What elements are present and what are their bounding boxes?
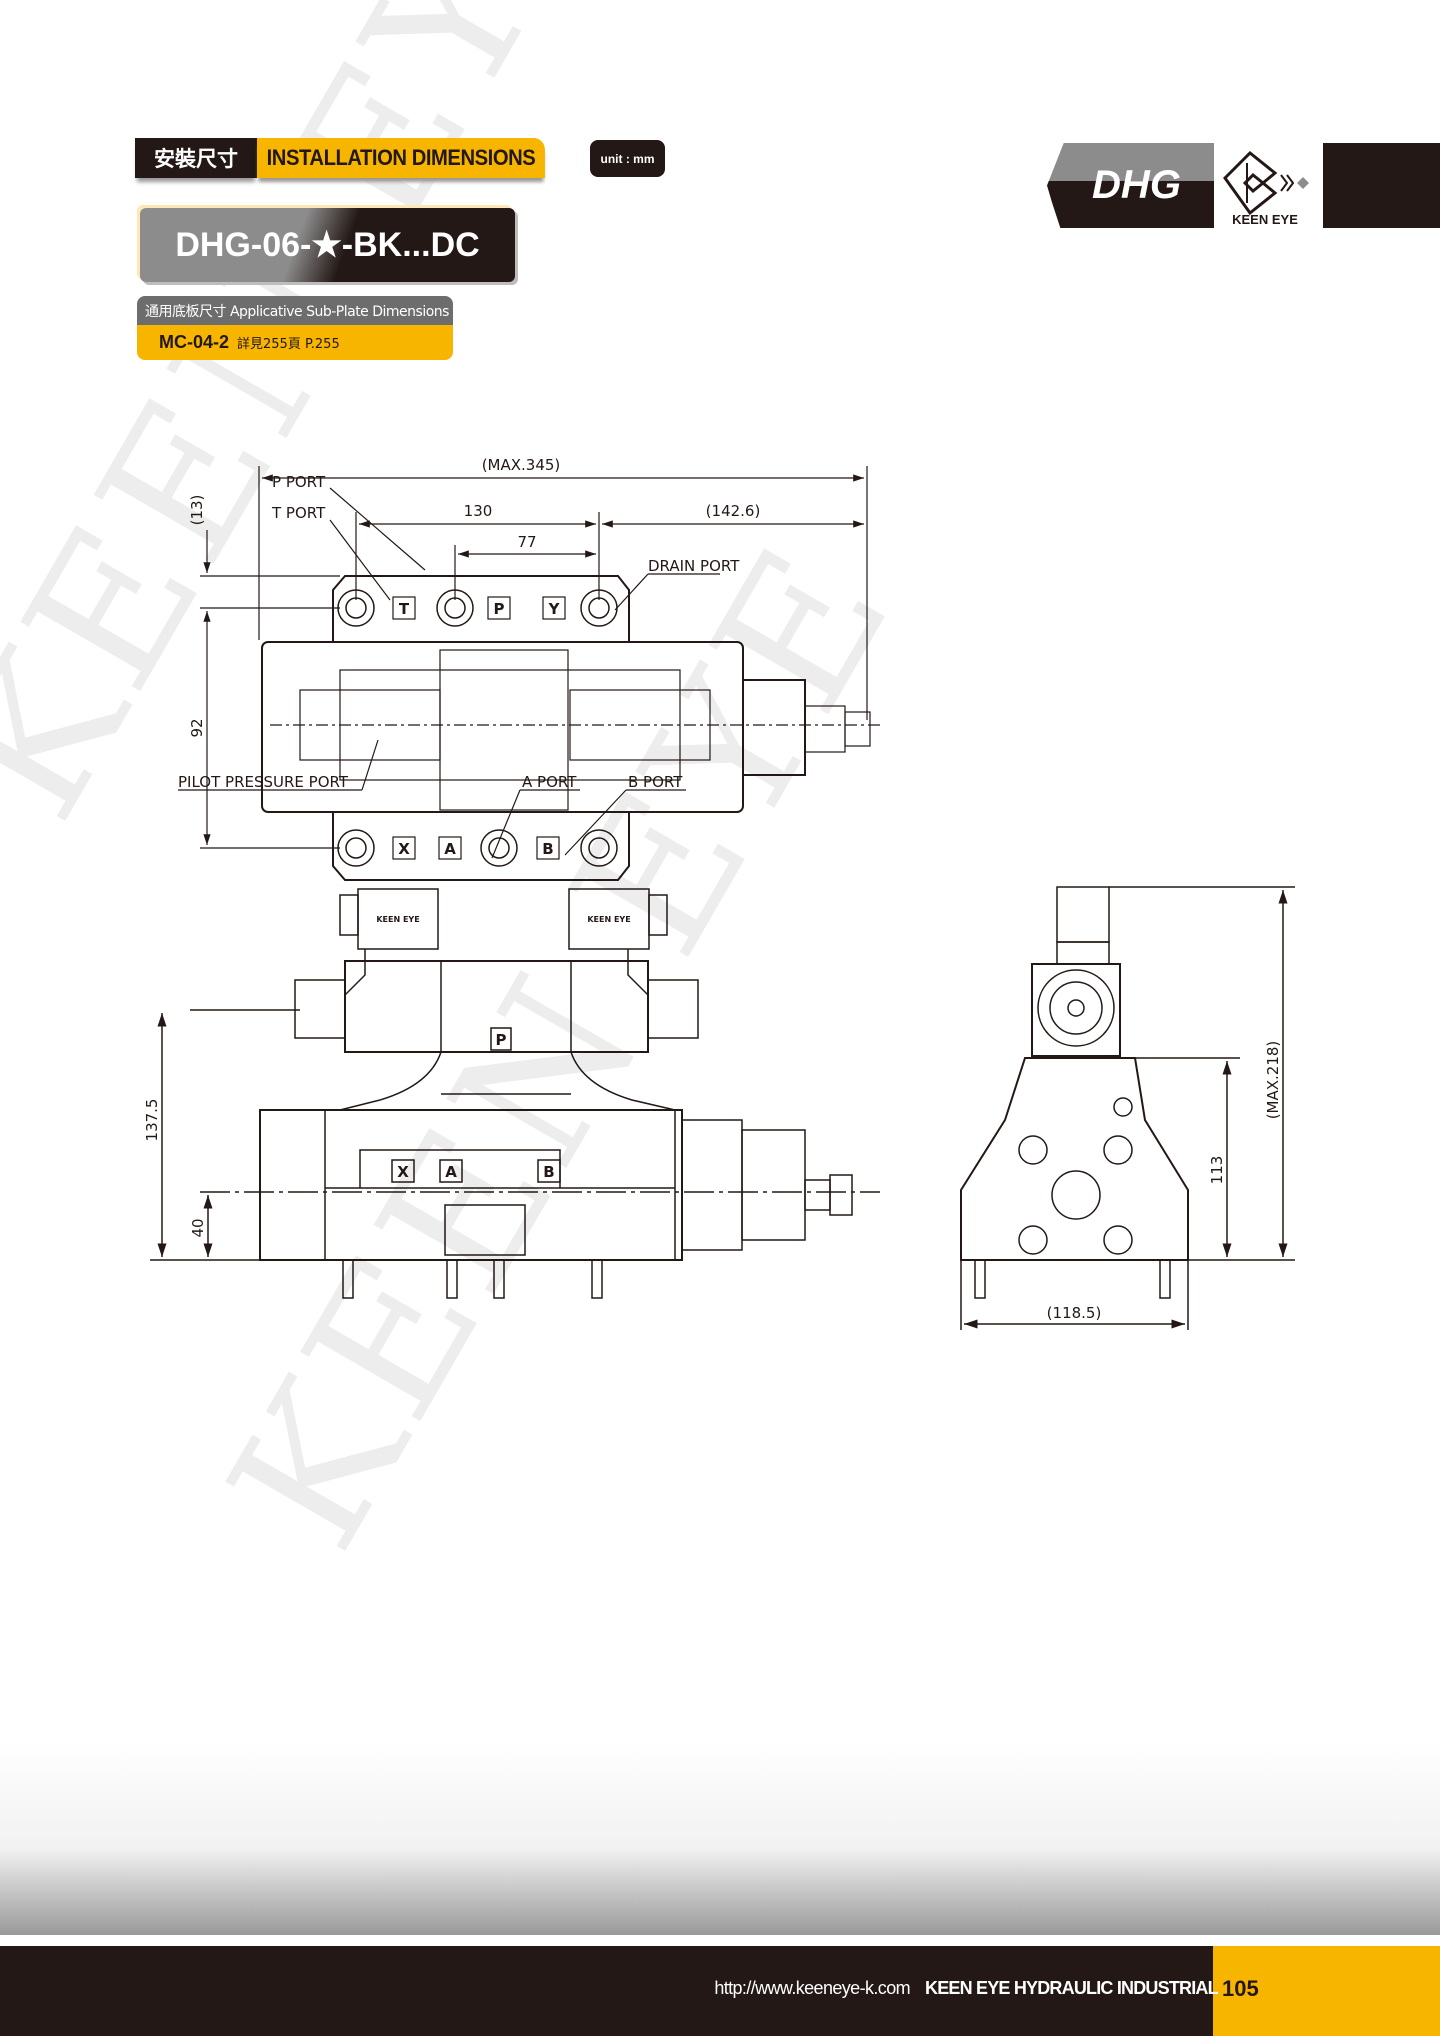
side-view-text: (MAX.218) 113 (118.5) [1047, 1041, 1282, 1322]
front-view-text: 137.5 40 KEEN EYE KEEN EYE P X A B [143, 915, 631, 1238]
symbol-b: B [542, 840, 553, 858]
dim-142-6: (142.6) [706, 502, 761, 520]
page-number: 105 [1222, 1976, 1259, 2001]
company-name: KEEN EYE HYDRAULIC INDUSTRIAL [925, 1978, 1219, 1998]
front-view [150, 888, 880, 1299]
symbol-p: P [494, 600, 505, 618]
label-t-port: T PORT [271, 504, 326, 522]
symbol-y: Y [548, 600, 561, 618]
dim-113: 113 [1208, 1156, 1226, 1185]
footer-bar [0, 1946, 1440, 2036]
logo-text: KEEN EYE [1232, 212, 1298, 227]
dim-40: 40 [189, 1218, 207, 1237]
symbol-t: T [399, 600, 410, 618]
label-drain-port: DRAIN PORT [648, 557, 740, 575]
dim-max-345: (MAX.345) [482, 456, 561, 474]
coil-label-left: KEEN EYE [376, 915, 419, 924]
front-symbol-b: B [543, 1163, 554, 1181]
keen-eye-logo-icon [1223, 150, 1309, 216]
side-view [960, 886, 1295, 1330]
label-a-port: A PORT [522, 773, 577, 791]
section-title-zh: 安裝尺寸 [135, 138, 257, 178]
footer-fade [0, 1740, 1440, 1935]
section-title-en: INSTALLATION DIMENSIONS [257, 138, 545, 178]
subplate-label: 通用底板尺寸 Applicative Sub-Plate Dimensions [137, 296, 453, 325]
website-link[interactable]: http://www.keeneye-k.com [714, 1978, 910, 1998]
front-symbol-x: X [397, 1163, 409, 1181]
model-title: DHG-06-★-BK...DC [140, 208, 515, 282]
symbol-a: A [444, 840, 456, 858]
label-p-port: P PORT [272, 473, 326, 491]
page-number-block [1213, 1946, 1440, 2036]
dim-137-5: 137.5 [143, 1099, 161, 1142]
subplate-model: MC-04-2 [159, 332, 230, 352]
dim-130: 130 [464, 502, 493, 520]
corner-block [1323, 143, 1440, 228]
symbol-x: X [398, 840, 410, 858]
dim-77: 77 [517, 533, 536, 551]
subplate-ref: 詳見255頁 P.255 [237, 337, 340, 352]
dim-92: 92 [188, 718, 206, 737]
label-pilot-pressure-port: PILOT PRESSURE PORT [178, 773, 349, 791]
label-b-port: B PORT [628, 773, 683, 791]
dim-118-5: (118.5) [1047, 1304, 1102, 1322]
subplate-info: MC-04-2 詳見255頁 P.255 [137, 325, 453, 360]
coil-label-right: KEEN EYE [587, 915, 630, 924]
dim-13: (13) [188, 495, 206, 526]
top-view-text: (MAX.345) 130 (142.6) 77 (13) 92 P PORT … [178, 456, 760, 858]
front-symbol-a: A [445, 1163, 457, 1181]
top-view [178, 466, 880, 881]
dim-max-218: (MAX.218) [1264, 1041, 1282, 1120]
front-symbol-p: P [496, 1031, 507, 1049]
unit-badge: unit : mm [590, 140, 665, 177]
series-tab: DHG [1047, 143, 1214, 228]
